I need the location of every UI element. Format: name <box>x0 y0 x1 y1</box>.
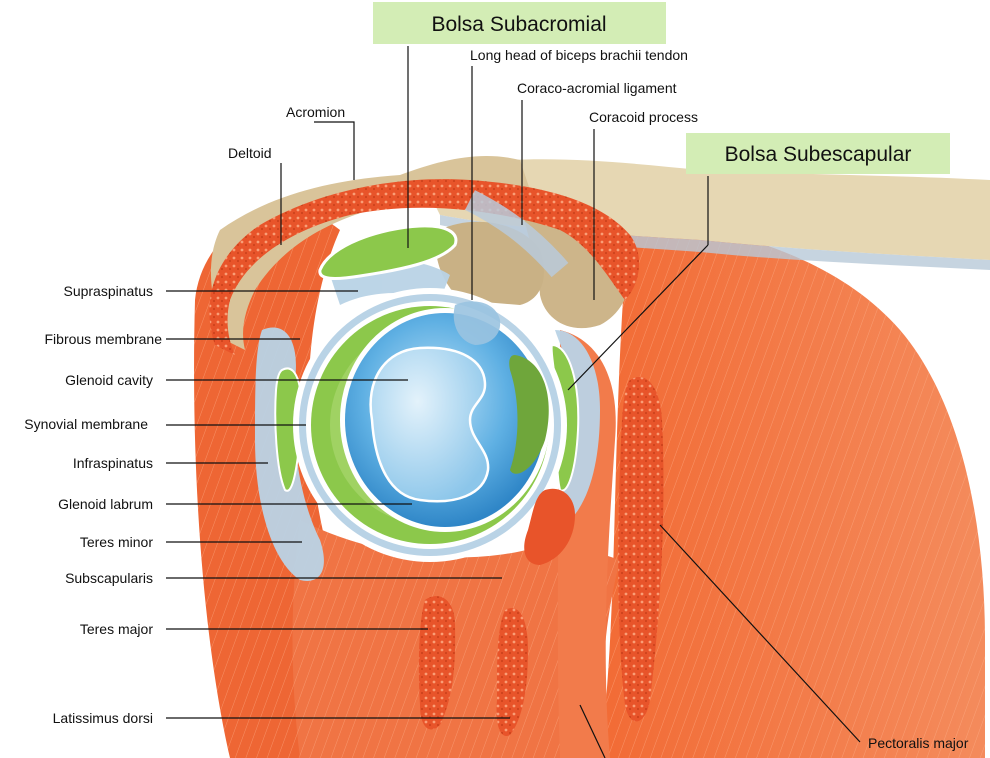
label-glenoid-cavity: Glenoid cavity <box>65 372 153 388</box>
highlight-subacromial: Bolsa Subacromial <box>431 13 606 36</box>
label-infraspinatus: Infraspinatus <box>73 455 153 471</box>
label-deltoid: Deltoid <box>228 145 272 161</box>
leader-lines <box>166 46 861 758</box>
label-acromion: Acromion <box>286 104 345 120</box>
deltoid-bursa-strip <box>209 179 640 355</box>
highlight-subscapular: Bolsa Subescapular <box>725 143 912 166</box>
label-teres-major: Teres major <box>80 621 153 637</box>
label-coracoid-process: Coracoid process <box>589 109 698 125</box>
label-supraspinatus: Supraspinatus <box>63 283 153 299</box>
glenoid-joint <box>293 288 567 562</box>
label-latissimus-dorsi: Latissimus dorsi <box>53 710 153 726</box>
label-pectoralis-major: Pectoralis major <box>868 735 969 751</box>
bone-clavicle <box>420 159 990 270</box>
highlight-box-subscapular <box>686 133 950 174</box>
label-teres-minor: Teres minor <box>80 534 153 550</box>
label-fibrous-membrane: Fibrous membrane <box>45 331 163 347</box>
label-coraco-acromial: Coraco-acromial ligament <box>517 80 677 96</box>
highlight-box-subacromial <box>373 2 666 44</box>
label-long-head-biceps: Long head of biceps brachii tendon <box>470 47 688 63</box>
label-synovial-membrane: Synovial membrane <box>24 416 148 432</box>
label-glenoid-labrum: Glenoid labrum <box>58 496 153 512</box>
label-subscapularis: Subscapularis <box>65 570 153 586</box>
coracoacromial-ligament <box>465 190 569 278</box>
subacromial-bursa <box>318 224 458 280</box>
